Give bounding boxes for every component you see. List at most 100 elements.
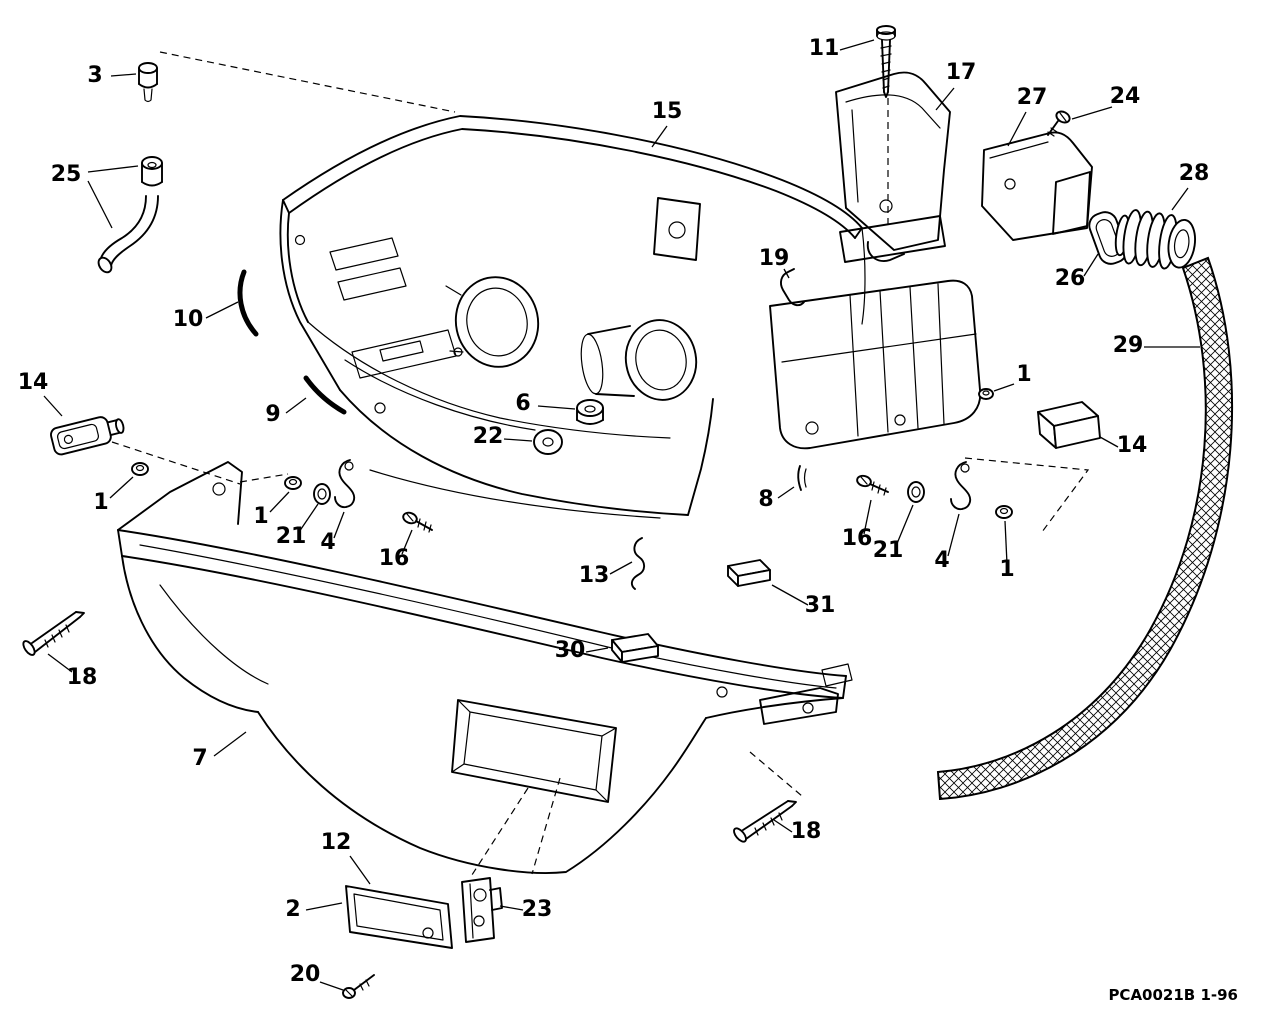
part-25-grommet-tube (97, 156, 163, 274)
part-16-screw-right (856, 474, 889, 496)
part-4-hook-right-stroke (960, 463, 970, 473)
part-11-screw-stroke (876, 31, 896, 41)
part-12-plate-stroke (345, 885, 453, 949)
part-16-screw-left (402, 511, 433, 533)
part-14-latch-left-stroke (63, 434, 74, 444)
construction-lines-stroke (469, 787, 529, 879)
part-27-air-duct-stroke (1052, 171, 1091, 235)
part-1-grommet-b (284, 476, 302, 490)
part-15-upper-cowl-stroke (351, 329, 457, 379)
part-24-screw (1047, 110, 1071, 137)
leader-line-17 (935, 87, 955, 111)
part-7-lower-cowl-stroke (759, 687, 839, 725)
leader-line-9 (285, 397, 307, 414)
part-10-wire (237, 269, 259, 337)
part-14-latch-right-stroke (1053, 415, 1101, 449)
part-17-bracket-stroke (845, 94, 941, 129)
part-16-screw-right-stroke (871, 481, 887, 496)
part-18-screw-right (733, 800, 797, 843)
part-17-bracket-stroke (851, 109, 859, 203)
leader-line-6 (537, 405, 576, 410)
part-15-upper-cowl-stroke (580, 333, 604, 395)
callout-1: 1 (1016, 362, 1031, 387)
part-21-washer-right (907, 481, 925, 503)
callout-19: 19 (759, 246, 790, 271)
leader-line-1 (269, 491, 290, 513)
construction-lines (111, 51, 1090, 879)
part-11-screw-stroke (880, 45, 892, 89)
leader-line-1 (993, 383, 1015, 392)
part-7-lower-cowl (117, 461, 853, 874)
part-14-latch-right (1037, 401, 1101, 449)
leader-line-20 (319, 981, 344, 991)
construction-lines-stroke (239, 473, 289, 483)
leader-line-10 (205, 301, 239, 319)
part-23-bracket (461, 877, 503, 943)
callout-2: 2 (285, 897, 300, 922)
part-6-grommet-stroke (584, 405, 596, 413)
part-13-clip-stroke (630, 537, 646, 590)
callout-29: 29 (1113, 333, 1144, 358)
part-15-upper-cowl-stroke (339, 389, 689, 516)
part-3-screw-stroke (138, 83, 158, 89)
part-25-grommet-tube-stroke (147, 161, 157, 169)
part-27-air-duct-stroke (981, 131, 1093, 241)
callout-27: 27 (1017, 85, 1048, 110)
part-20-screw (342, 974, 375, 999)
callout-14: 14 (1117, 433, 1148, 458)
part-7-lower-cowl-stroke (451, 699, 617, 803)
part-21-washer-left-stroke (317, 488, 327, 500)
leader-line-19 (783, 268, 790, 279)
part-15-upper-cowl-stroke (369, 469, 661, 519)
leader-line-16 (863, 499, 872, 535)
part-15-upper-cowl-stroke (337, 267, 407, 301)
part-22-grommet-stroke (533, 429, 563, 455)
part-15-upper-cowl-stroke (294, 234, 306, 246)
callout-22: 22 (473, 424, 504, 449)
part-23-bracket-stroke (489, 887, 503, 911)
leader-line-13 (609, 561, 633, 575)
part-30-block (611, 633, 659, 663)
callout-1: 1 (93, 490, 108, 515)
callout-10: 10 (173, 307, 204, 332)
leader-line-1 (109, 476, 134, 499)
part-15-upper-cowl-stroke (282, 199, 290, 214)
callout-3: 3 (87, 63, 102, 88)
part-27-air-duct (981, 131, 1093, 241)
part-rear-housing (769, 215, 982, 450)
part-22-grommet-stroke (542, 437, 554, 447)
part-20-screw-stroke (345, 989, 353, 997)
part-7-lower-cowl-stroke (121, 555, 259, 713)
part-1-grommet-a-stroke (135, 464, 145, 472)
part-23-bracket-stroke (473, 915, 485, 927)
part-30-block-stroke (621, 645, 659, 663)
callout-12: 12 (321, 830, 352, 855)
part-7-lower-cowl-stroke (821, 663, 853, 687)
diagram-code: PCA0021B 1-96 (1108, 986, 1238, 1004)
part-27-air-duct-stroke (1004, 178, 1016, 190)
callout-23: 23 (522, 897, 553, 922)
part-6-grommet (576, 399, 604, 425)
part-29-seal (936, 256, 1234, 801)
part-15-upper-cowl-stroke (454, 276, 540, 368)
part-18-screw-right-stroke (787, 800, 797, 807)
part-4-hook-left (334, 459, 356, 509)
part-14-latch-left-stroke (56, 423, 99, 450)
part-15-upper-cowl-stroke (282, 115, 863, 229)
leader-line-14 (1099, 436, 1119, 448)
part-18-screw-right-stroke (733, 827, 747, 843)
leader-line-3 (110, 73, 137, 77)
part-1-grommet-c-stroke (978, 388, 994, 400)
part-20-screw-stroke (353, 974, 375, 991)
part-14-latch-left-stroke (50, 416, 112, 456)
part-12-plate-stroke (422, 927, 434, 939)
part-11-screw (876, 25, 896, 98)
leader-line-18 (773, 819, 793, 833)
part-7-lower-cowl-stroke (802, 702, 814, 714)
part-rear-housing-stroke (861, 227, 866, 325)
part-28-bellows-stroke (1173, 229, 1190, 259)
part-12-plate (345, 885, 453, 949)
leader-line-1 (1004, 520, 1008, 565)
